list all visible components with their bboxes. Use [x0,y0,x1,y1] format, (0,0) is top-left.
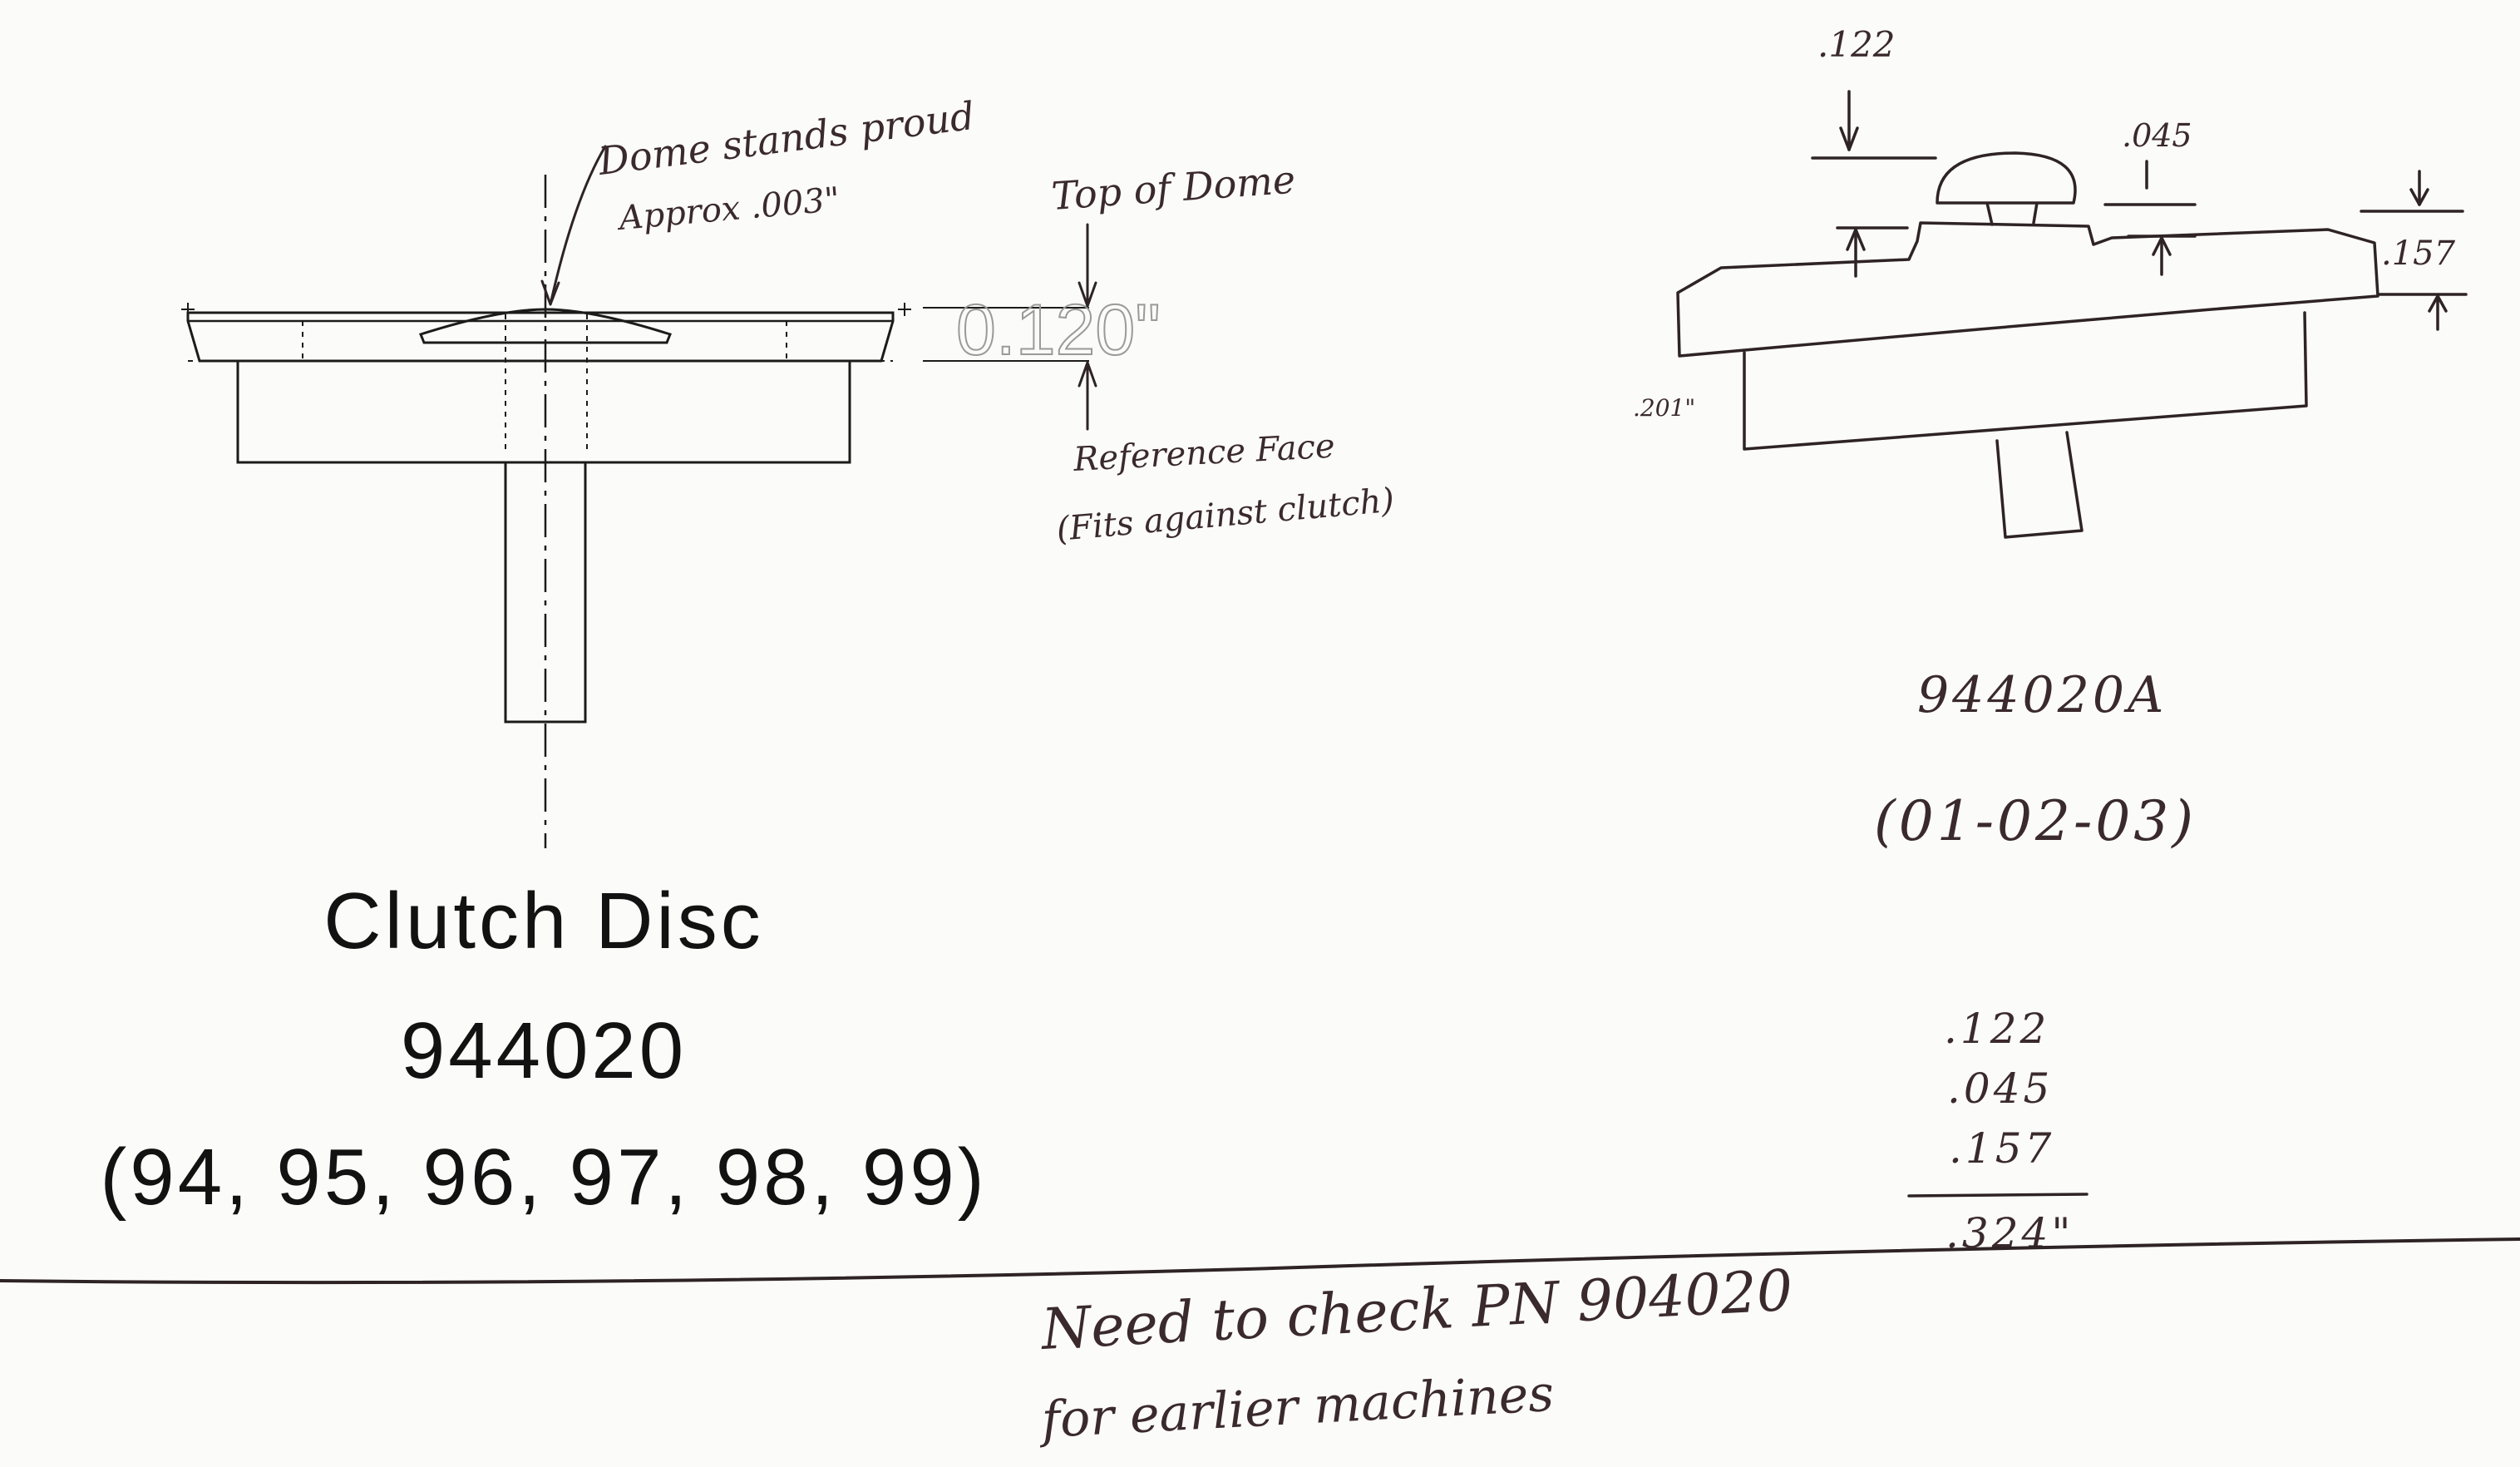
cad-part-number: 944020 [401,1006,687,1095]
dimension-arrows [1078,223,1097,431]
corner-marks [181,303,911,316]
dome-note-line1: Dome stands proud [595,93,977,184]
shaft [504,461,587,724]
sketch-dim-top: .122 [1817,24,1896,65]
cad-title: Clutch Disc [323,877,763,966]
cad-years: (94, 95, 96, 97, 98, 99) [100,1133,987,1222]
sketch-flange [1676,221,2379,358]
dome-note-line2: Approx .003" [614,180,841,238]
sketch-dim-right: .157 [2381,235,2456,273]
sum-line [1907,1193,2088,1198]
sketch-date: (01-02-03) [1874,789,2197,853]
top-of-dome-label: Top of Dome [1050,157,1297,219]
sketch-dim-left: .201" [1633,394,1695,422]
footer-note-line1: Need to check PN 904020 [1038,1258,1794,1363]
hidden-lines [188,314,893,449]
dimension-value: 0.120" [956,290,1161,370]
hand-sketch [1676,90,2468,539]
reference-face-line1: Reference Face [1072,427,1336,479]
sum-column: .122 .045 .157 .324" [1907,1005,2088,1257]
bottom-divider [0,1237,2520,1285]
sketch-shaft [1995,431,2084,539]
hub-body [236,359,851,464]
sketch-dim-step: .045 [2122,117,2192,154]
sum-value-3: .157 [1949,1124,2054,1173]
sketch-dome [1936,151,2077,226]
sketch-hub [1743,311,2308,451]
reference-face-line2: (Fits against clutch) [1055,482,1396,549]
footer-note-line2: for earlier machines [1037,1365,1556,1450]
sketch-part-number: 944020A [1917,666,2167,724]
dome [419,308,672,344]
cad-clutch-disc: 0.120" [181,175,1161,848]
sum-value-1: .122 [1944,1005,2049,1053]
sum-value-2: .045 [1947,1064,2053,1113]
dome-arrow [549,145,607,306]
